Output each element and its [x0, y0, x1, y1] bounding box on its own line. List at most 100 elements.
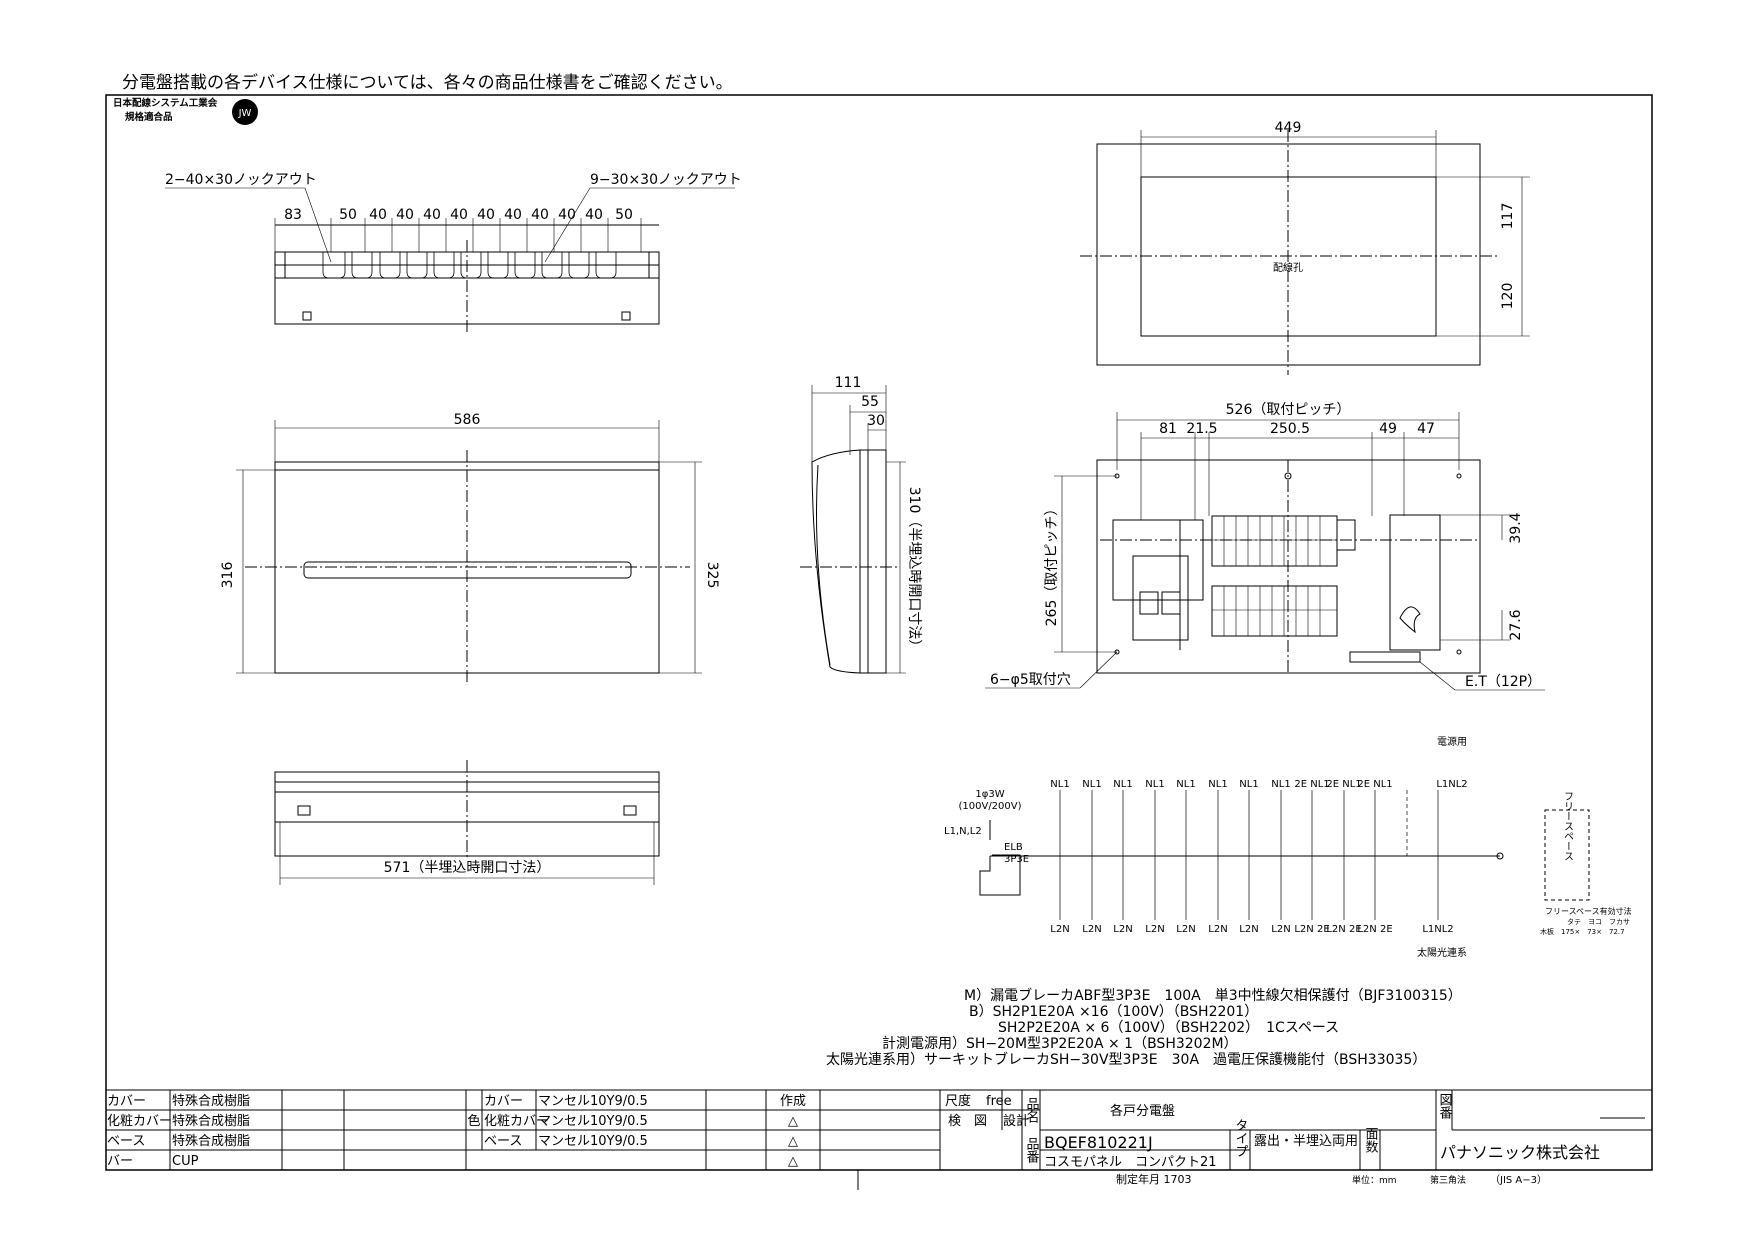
interior-et: E.T（12P）	[1465, 674, 1541, 690]
drawing-label: 図番	[1437, 1093, 1453, 1120]
unit-label: 単位：mm	[1352, 1174, 1397, 1186]
top-dim: 50	[615, 207, 633, 223]
schematic-elb-type: 3P3E	[1004, 854, 1029, 865]
knockout-left-label: 2−40×30ノックアウト	[165, 172, 317, 188]
rear-h-upper: 117	[1500, 203, 1516, 230]
number-label: 品番	[1024, 1137, 1040, 1164]
interior-view	[985, 412, 1545, 691]
top-view	[165, 187, 735, 335]
material-value: 特殊合成樹脂	[172, 1114, 250, 1129]
established: 制定年月 1703	[1116, 1172, 1192, 1186]
side-opening: 310（半埋込時開口寸法）	[906, 487, 922, 654]
bottom-label: L2N	[1145, 924, 1164, 935]
schematic-supply-v: (100V/200V)	[958, 801, 1021, 812]
top-label: NL1	[1113, 779, 1132, 790]
header-note: 分電盤搭載の各デバイス仕様については、各々の商品仕様書をご確認ください。	[122, 73, 733, 93]
schematic-solar-label: 太陽光連系	[1417, 946, 1467, 959]
side-view	[800, 385, 906, 674]
scale-label: 尺度	[945, 1093, 971, 1109]
material-part: カバー	[107, 1094, 146, 1109]
type-value: 露出・半埋込両用	[1254, 1134, 1358, 1149]
association-label: 日本配線システム工業会 規格適合品	[113, 97, 217, 125]
color-label: 色	[467, 1113, 480, 1129]
schematic-top-labels: NL1 NL1 NL1 NL1 NL1 NL1 NL1 NL1 2E NL1 2…	[1050, 779, 1467, 790]
interior-d49: 49	[1379, 421, 1397, 437]
top-label: NL1	[1176, 779, 1195, 790]
schematic-free-space: フリースペース	[1562, 791, 1574, 861]
side-depth-mid: 55	[861, 394, 879, 410]
free-dims-title: フリースペース有効寸法	[1545, 906, 1632, 916]
top-label: 2E NL1	[1326, 779, 1361, 790]
bottom-label: L2N 2E	[1326, 924, 1361, 935]
top-label: L1NL2	[1436, 779, 1467, 790]
top-label: NL1	[1082, 779, 1101, 790]
color-part: カバー	[484, 1094, 523, 1109]
front-height-left: 316	[220, 562, 236, 589]
bottom-label: L1NL2	[1422, 924, 1453, 935]
title-block-materials-right: カバー マンセル10Y9/0.5 化粧カバー マンセル10Y9/0.5 ベース …	[484, 1094, 648, 1149]
sheet-border	[105, 94, 1653, 1171]
bottom-label: L2N	[1113, 924, 1132, 935]
schematic-main-lines: L1,N,L2	[944, 826, 982, 837]
interior-d276: 27.6	[1508, 609, 1524, 640]
top-label: NL1	[1208, 779, 1227, 790]
color-part: ベース	[484, 1134, 522, 1149]
revision-mark: △	[788, 1154, 798, 1169]
color-value: マンセル10Y9/0.5	[538, 1134, 648, 1149]
projection-label: 第三角法	[1430, 1174, 1466, 1186]
interior-d215: 21.5	[1186, 421, 1217, 437]
free-dims-head: タテ ヨコ フカサ	[1567, 917, 1630, 926]
bottom-label: L2N	[1239, 924, 1258, 935]
design-label: 設計	[1003, 1113, 1029, 1129]
bottom-label: L2N	[1271, 924, 1290, 935]
material-part: バー	[107, 1154, 133, 1169]
color-value: マンセル10Y9/0.5	[538, 1094, 648, 1109]
top-dim: 40	[396, 207, 414, 223]
bottom-opening: 571（半埋込時開口寸法）	[384, 860, 551, 876]
top-dim: 40	[504, 207, 522, 223]
free-dims-row: 木板 175× 73× 72.7	[1540, 927, 1625, 936]
top-dim: 40	[477, 207, 495, 223]
standard-label: （JIS A−3）	[1490, 1174, 1547, 1186]
side-depth-small: 30	[867, 413, 885, 429]
title-block	[106, 1089, 1652, 1190]
interior-d47: 47	[1417, 421, 1435, 437]
front-width: 586	[454, 412, 481, 428]
title-block-materials-left: カバー 特殊合成樹脂 化粧カバー 特殊合成樹脂 ベース 特殊合成樹脂 バー CU…	[107, 1094, 250, 1169]
schematic-elb: ELB	[1004, 842, 1023, 853]
knockout-right-label: 9−30×30ノックアウト	[590, 172, 742, 188]
material-value: 特殊合成樹脂	[172, 1134, 250, 1149]
rear-width: 449	[1275, 120, 1302, 136]
bottom-label: L2N 2E	[1294, 924, 1329, 935]
schematic	[979, 790, 1590, 920]
schematic-supply: 1φ3W	[975, 789, 1004, 800]
association-line1: 日本配線システム工業会	[113, 98, 218, 109]
bottom-label: L2N	[1082, 924, 1101, 935]
scale-value: free	[986, 1094, 1012, 1109]
rear-h-lower: 120	[1500, 283, 1516, 310]
color-part: 化粧カバー	[484, 1114, 549, 1129]
material-part: 化粧カバー	[107, 1114, 172, 1129]
material-value: CUP	[172, 1154, 199, 1169]
association-line2: 規格適合品	[125, 112, 173, 123]
rear-view	[1080, 130, 1530, 375]
spec-line: 計測電源用）SH−20M型3P2E20A × 1（BSH3202M）	[882, 1036, 1238, 1052]
top-label: NL1	[1271, 779, 1290, 790]
product-name: 各戸分電盤	[1110, 1103, 1175, 1119]
top-view-dims: 83 50 40 40 40 40 40 40 40 40 40 50	[284, 207, 633, 223]
interior-d394: 39.4	[1508, 512, 1524, 543]
bottom-label: L2N	[1208, 924, 1227, 935]
interior-d81: 81	[1159, 421, 1177, 437]
association-mark: JW	[232, 99, 258, 125]
material-part: ベース	[107, 1134, 145, 1149]
interior-pitch: 526（取付ピッチ）	[1226, 402, 1351, 418]
interior-mount-holes: 6−φ5取付穴	[990, 672, 1071, 688]
top-label: 2E NL1	[1294, 779, 1329, 790]
revision-mark: △	[788, 1114, 798, 1129]
top-dim: 40	[531, 207, 549, 223]
material-value: 特殊合成樹脂	[172, 1094, 250, 1109]
interior-d2505: 250.5	[1270, 421, 1310, 437]
revision-mark: △	[788, 1134, 798, 1149]
product-series: コスモパネル コンパクト21	[1044, 1155, 1217, 1170]
